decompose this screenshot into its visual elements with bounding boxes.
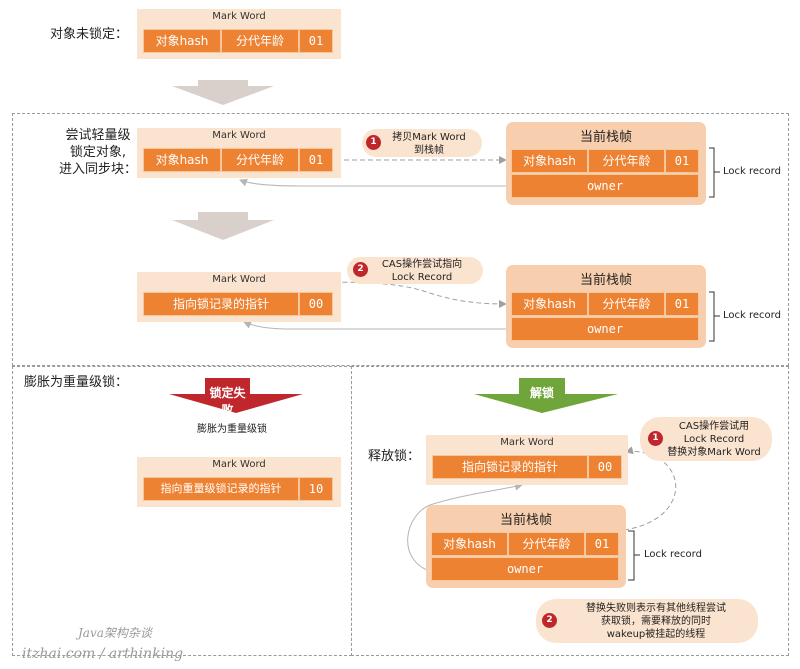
lock-bits-cell: 00 [299, 292, 333, 316]
mark-word-title: Mark Word [212, 130, 266, 141]
age-cell: 分代年龄 [508, 532, 585, 556]
step-1-badge: 1 [648, 431, 663, 446]
unlocked-label: 对象未锁定： [50, 27, 129, 42]
fail-arrow [169, 378, 303, 413]
owner-return-arrow-b [243, 321, 506, 330]
stack-frame-a: 当前栈帧 对象hash 分代年龄 01 owner [506, 122, 706, 205]
stack-frame-title: 当前栈帧 [579, 273, 632, 288]
lightweight-label: 尝试轻量级 锁定对象, 进入同步块： [58, 128, 137, 177]
inflate-label: 膨胀为重量级锁： [24, 375, 129, 390]
lock-bits-cell: 01 [665, 292, 699, 316]
lock-bits-cell: 01 [299, 29, 333, 53]
step1-copy-bubble: 拷贝Mark Word 到栈帧 [362, 129, 482, 157]
stack-frame-title: 当前栈帧 [499, 513, 552, 528]
unlock-arrow [474, 378, 618, 413]
mark-word-lightweight-b: Mark Word 指向锁记录的指针 00 [137, 272, 341, 322]
age-cell: 分代年龄 [588, 149, 665, 173]
mark-word-lightweight-a: Mark Word 对象hash 分代年龄 01 [137, 128, 341, 178]
lock-bits-cell: 01 [665, 149, 699, 173]
hash-cell: 对象hash [431, 532, 508, 556]
lock-pointer-cell: 指向锁记录的指针 [432, 455, 588, 479]
down-arrow-1 [172, 80, 274, 105]
stack-frame-release: 当前栈帧 对象hash 分代年龄 01 owner [426, 505, 626, 588]
hash-cell: 对象hash [143, 148, 221, 172]
stack-frame-title: 当前栈帧 [579, 130, 632, 145]
step-1-badge: 1 [366, 135, 381, 150]
mark-word-title: Mark Word [212, 11, 266, 22]
owner-cell: owner [511, 174, 699, 198]
section-inflate-box [12, 366, 352, 656]
lock-record-label: Lock record [644, 549, 702, 560]
section-release-box [351, 366, 789, 656]
lock-pointer-cell: 指向锁记录的指针 [143, 292, 299, 316]
lock-bits-cell: 10 [299, 477, 333, 501]
watermark-site: itzhai.com / arthinking [22, 646, 184, 662]
mark-word-title: Mark Word [212, 459, 266, 470]
heavy-pointer-cell: 指向重量级锁记录的指针 [143, 477, 299, 501]
step-2-badge: 2 [353, 262, 368, 277]
down-arrow-2 [172, 212, 274, 240]
watermark-title: Java架构杂谈 [78, 626, 152, 640]
owner-cell: owner [511, 317, 699, 341]
mark-word-release: Mark Word 指向锁记录的指针 00 [426, 435, 628, 485]
age-cell: 分代年龄 [221, 29, 299, 53]
age-cell: 分代年龄 [221, 148, 299, 172]
hash-cell: 对象hash [143, 29, 221, 53]
lock-bits-cell: 01 [585, 532, 619, 556]
hash-cell: 对象hash [511, 292, 588, 316]
unlock-label: 解锁 [529, 386, 554, 400]
step-2-badge: 2 [542, 613, 557, 628]
release-label: 释放锁： [368, 449, 421, 464]
mark-word-unlocked: Mark Word 对象hash 分代年龄 01 [137, 9, 341, 59]
hash-cell: 对象hash [511, 149, 588, 173]
age-cell: 分代年龄 [588, 292, 665, 316]
lock-bits-cell: 00 [588, 455, 622, 479]
owner-cell: owner [431, 557, 619, 581]
lock-record-label: Lock record [723, 310, 781, 321]
lock-bits-cell: 01 [299, 148, 333, 172]
release-step2-bubble: 替换失败则表示有其他线程尝试 获取锁，需要释放的同时 wakeup被挂起的线程 [536, 599, 758, 643]
section-lightweight-box [12, 113, 789, 366]
inflate-caption: 膨胀为重量级锁 [197, 424, 267, 435]
lock-record-label: Lock record [723, 166, 781, 177]
mark-word-heavyweight: Mark Word 指向重量级锁记录的指针 10 [137, 457, 341, 507]
owner-return-arrow-a [239, 178, 506, 187]
mark-word-title: Mark Word [212, 274, 266, 285]
step2-cas-bubble: CAS操作尝试指向 Lock Record [347, 257, 483, 284]
mark-word-title: Mark Word [500, 437, 554, 448]
cas-dashed-curve [247, 281, 507, 308]
stack-frame-b: 当前栈帧 对象hash 分代年龄 01 owner [506, 265, 706, 348]
lock-failed-label: 锁定失败 [209, 386, 246, 417]
